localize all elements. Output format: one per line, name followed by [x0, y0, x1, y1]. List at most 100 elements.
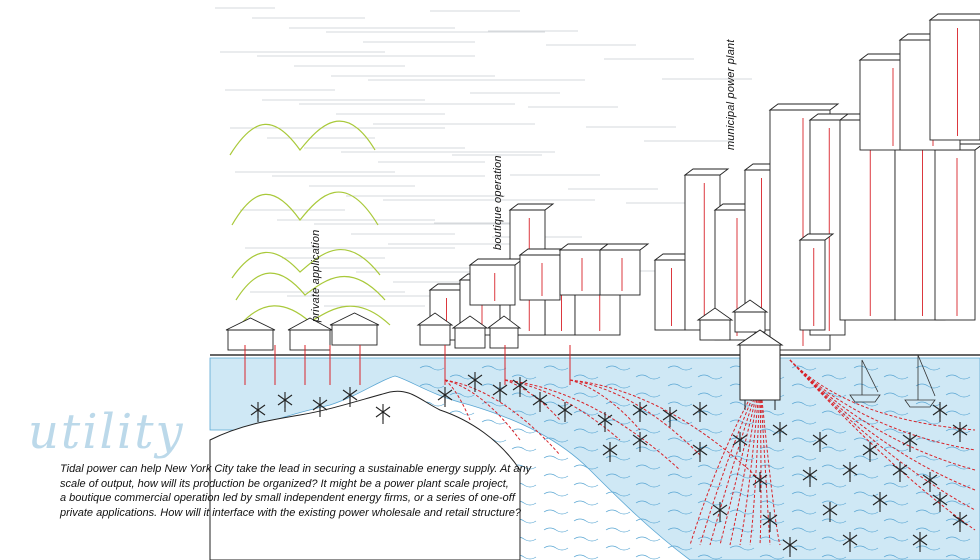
cable-branch — [789, 359, 976, 451]
wave — [543, 437, 569, 443]
turbine — [492, 382, 508, 402]
tower-roof — [683, 168, 730, 176]
wave — [697, 554, 723, 560]
wave — [821, 500, 847, 506]
wave — [791, 545, 817, 551]
turbine — [597, 412, 613, 432]
wave — [945, 554, 971, 560]
wave — [821, 374, 847, 380]
turbine — [712, 502, 728, 522]
wave — [697, 518, 723, 524]
wave — [667, 545, 693, 551]
tower — [934, 149, 976, 321]
wave — [543, 491, 569, 497]
label-municipal-power-plant: municipal power plant — [725, 39, 737, 150]
house-body — [419, 324, 451, 346]
turbine — [762, 512, 778, 532]
turbine — [662, 407, 678, 427]
wave — [915, 473, 941, 479]
wave — [883, 446, 909, 452]
wave — [667, 383, 693, 389]
wave — [481, 365, 507, 371]
wave — [791, 527, 817, 533]
turbine — [952, 512, 968, 532]
wave — [791, 509, 817, 515]
cable-branch — [689, 379, 761, 546]
cable-branch — [729, 379, 761, 546]
wave — [667, 401, 693, 407]
wave — [573, 374, 599, 380]
wave — [821, 410, 847, 416]
house-body — [734, 311, 766, 333]
turbine — [557, 402, 573, 422]
cable-branch — [739, 379, 761, 546]
wave — [697, 482, 723, 488]
wave — [883, 410, 909, 416]
turbine — [692, 442, 708, 462]
tower — [654, 259, 686, 331]
wave — [945, 464, 971, 470]
wave — [697, 446, 723, 452]
turbine — [842, 462, 858, 482]
house-body — [331, 324, 378, 346]
wave — [697, 392, 723, 398]
wave — [511, 446, 537, 452]
cable-branch — [719, 379, 761, 546]
wave — [543, 419, 569, 425]
wave — [573, 392, 599, 398]
wave — [697, 428, 723, 434]
body-paragraph: Tidal power can help New York City take … — [60, 462, 532, 520]
wave — [573, 410, 599, 416]
wave — [419, 383, 445, 389]
turbine — [932, 492, 948, 512]
house-roof — [696, 307, 734, 321]
wave — [511, 392, 537, 398]
tower-roof — [798, 233, 835, 241]
wave — [543, 473, 569, 479]
tower — [599, 249, 641, 296]
house-roof — [329, 312, 380, 326]
wave — [945, 446, 971, 452]
wave — [543, 509, 569, 515]
wave — [915, 383, 941, 389]
turbine — [277, 392, 293, 412]
wave — [697, 464, 723, 470]
turbine — [312, 397, 328, 417]
cable-branch — [444, 379, 561, 456]
wave — [635, 536, 661, 542]
pier-building — [736, 329, 784, 410]
wave — [883, 482, 909, 488]
wave — [791, 491, 817, 497]
body-line: Tidal power can help New York City take … — [60, 463, 532, 475]
wave — [605, 473, 631, 479]
wave — [945, 482, 971, 488]
wave — [759, 500, 785, 506]
tower — [929, 19, 980, 141]
wave — [821, 428, 847, 434]
wave — [945, 374, 971, 380]
wave — [853, 527, 879, 533]
wave — [853, 473, 879, 479]
wave — [883, 500, 909, 506]
cable-branch — [504, 379, 681, 471]
wave — [791, 401, 817, 407]
cable-branch — [569, 379, 761, 481]
wave — [573, 536, 599, 542]
cable-branch — [504, 379, 561, 421]
wave — [883, 536, 909, 542]
turbine — [532, 392, 548, 412]
wave — [791, 383, 817, 389]
cable-branch — [789, 359, 976, 531]
wave — [821, 554, 847, 560]
wave — [605, 509, 631, 515]
wave — [449, 410, 475, 416]
cable-branch — [444, 379, 471, 421]
wave — [791, 365, 817, 371]
wave — [821, 392, 847, 398]
wave — [759, 464, 785, 470]
city-buildings — [428, 13, 980, 351]
wave — [481, 419, 507, 425]
turbine — [632, 402, 648, 422]
wave — [635, 518, 661, 524]
